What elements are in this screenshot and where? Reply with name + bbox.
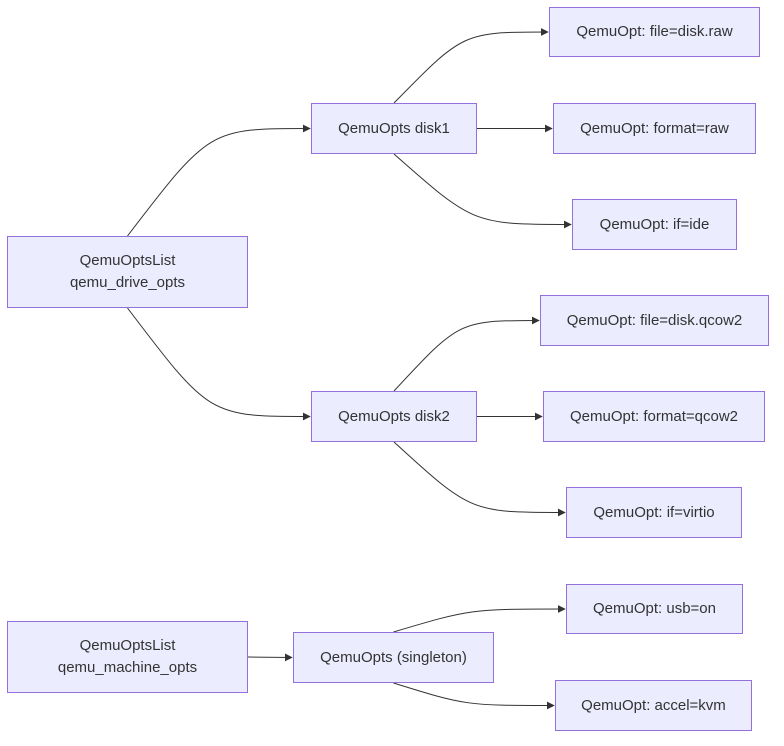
edge-singleton-to-m_usb xyxy=(393,605,566,633)
edge-disk1-to-d1_if xyxy=(393,153,572,229)
node-label: QemuOpts (singleton) xyxy=(320,648,467,666)
node-label: QemuOpt: format=raw xyxy=(580,119,729,137)
node-label: QemuOpt: if=ide xyxy=(599,215,710,233)
node-qemuopts-singleton[interactable]: QemuOpts (singleton) xyxy=(293,632,494,683)
node-opt-format-raw[interactable]: QemuOpt: format=raw xyxy=(553,103,756,154)
node-qemuopts-disk2[interactable]: QemuOpts disk2 xyxy=(311,391,477,442)
edge-singleton-to-m_accel xyxy=(393,682,555,710)
node-qemuopts-disk1[interactable]: QemuOpts disk1 xyxy=(311,103,477,154)
node-qemu-machine-opts-list[interactable]: QemuOptsList qemu_machine_opts xyxy=(7,621,248,693)
node-qemu-drive-opts-list[interactable]: QemuOptsList qemu_drive_opts xyxy=(7,236,248,308)
node-line: qemu_machine_opts xyxy=(57,659,198,676)
node-line: QemuOptsList xyxy=(79,252,176,269)
node-opt-accel-kvm[interactable]: QemuOpt: accel=kvm xyxy=(555,680,752,731)
node-opt-if-virtio[interactable]: QemuOpt: if=virtio xyxy=(566,487,742,538)
node-opt-format-qcow2[interactable]: QemuOpt: format=qcow2 xyxy=(543,391,765,442)
node-label: QemuOpt: file=disk.qcow2 xyxy=(566,311,743,329)
node-opt-if-ide[interactable]: QemuOpt: if=ide xyxy=(572,199,737,250)
node-label: QemuOpt: format=qcow2 xyxy=(570,407,738,425)
node-line: qemu_drive_opts xyxy=(69,274,186,291)
node-opt-file-disk-qcow2[interactable]: QemuOpt: file=disk.qcow2 xyxy=(540,295,769,346)
node-opt-file-disk-raw[interactable]: QemuOpt: file=disk.raw xyxy=(549,7,760,57)
edge-drive_list-to-disk1 xyxy=(127,124,311,237)
edge-drive_list-to-disk2 xyxy=(127,307,311,421)
edge-machine_list-to-singleton xyxy=(247,653,293,662)
node-label: QemuOpts disk2 xyxy=(338,407,450,425)
edge-disk1-to-d1_file xyxy=(393,28,549,104)
node-line: QemuOptsList xyxy=(79,637,176,654)
node-opt-usb-on[interactable]: QemuOpt: usb=on xyxy=(566,584,743,634)
edge-disk2-to-d2_file xyxy=(393,316,540,392)
node-label: QemuOpt: accel=kvm xyxy=(581,696,726,714)
node-label: QemuOpt: if=virtio xyxy=(593,503,715,521)
node-label: QemuOpts disk1 xyxy=(338,119,450,137)
edge-disk2-to-d2_if xyxy=(393,441,566,517)
node-label: QemuOpt: file=disk.raw xyxy=(576,23,733,40)
node-label: QemuOpt: usb=on xyxy=(593,600,716,617)
